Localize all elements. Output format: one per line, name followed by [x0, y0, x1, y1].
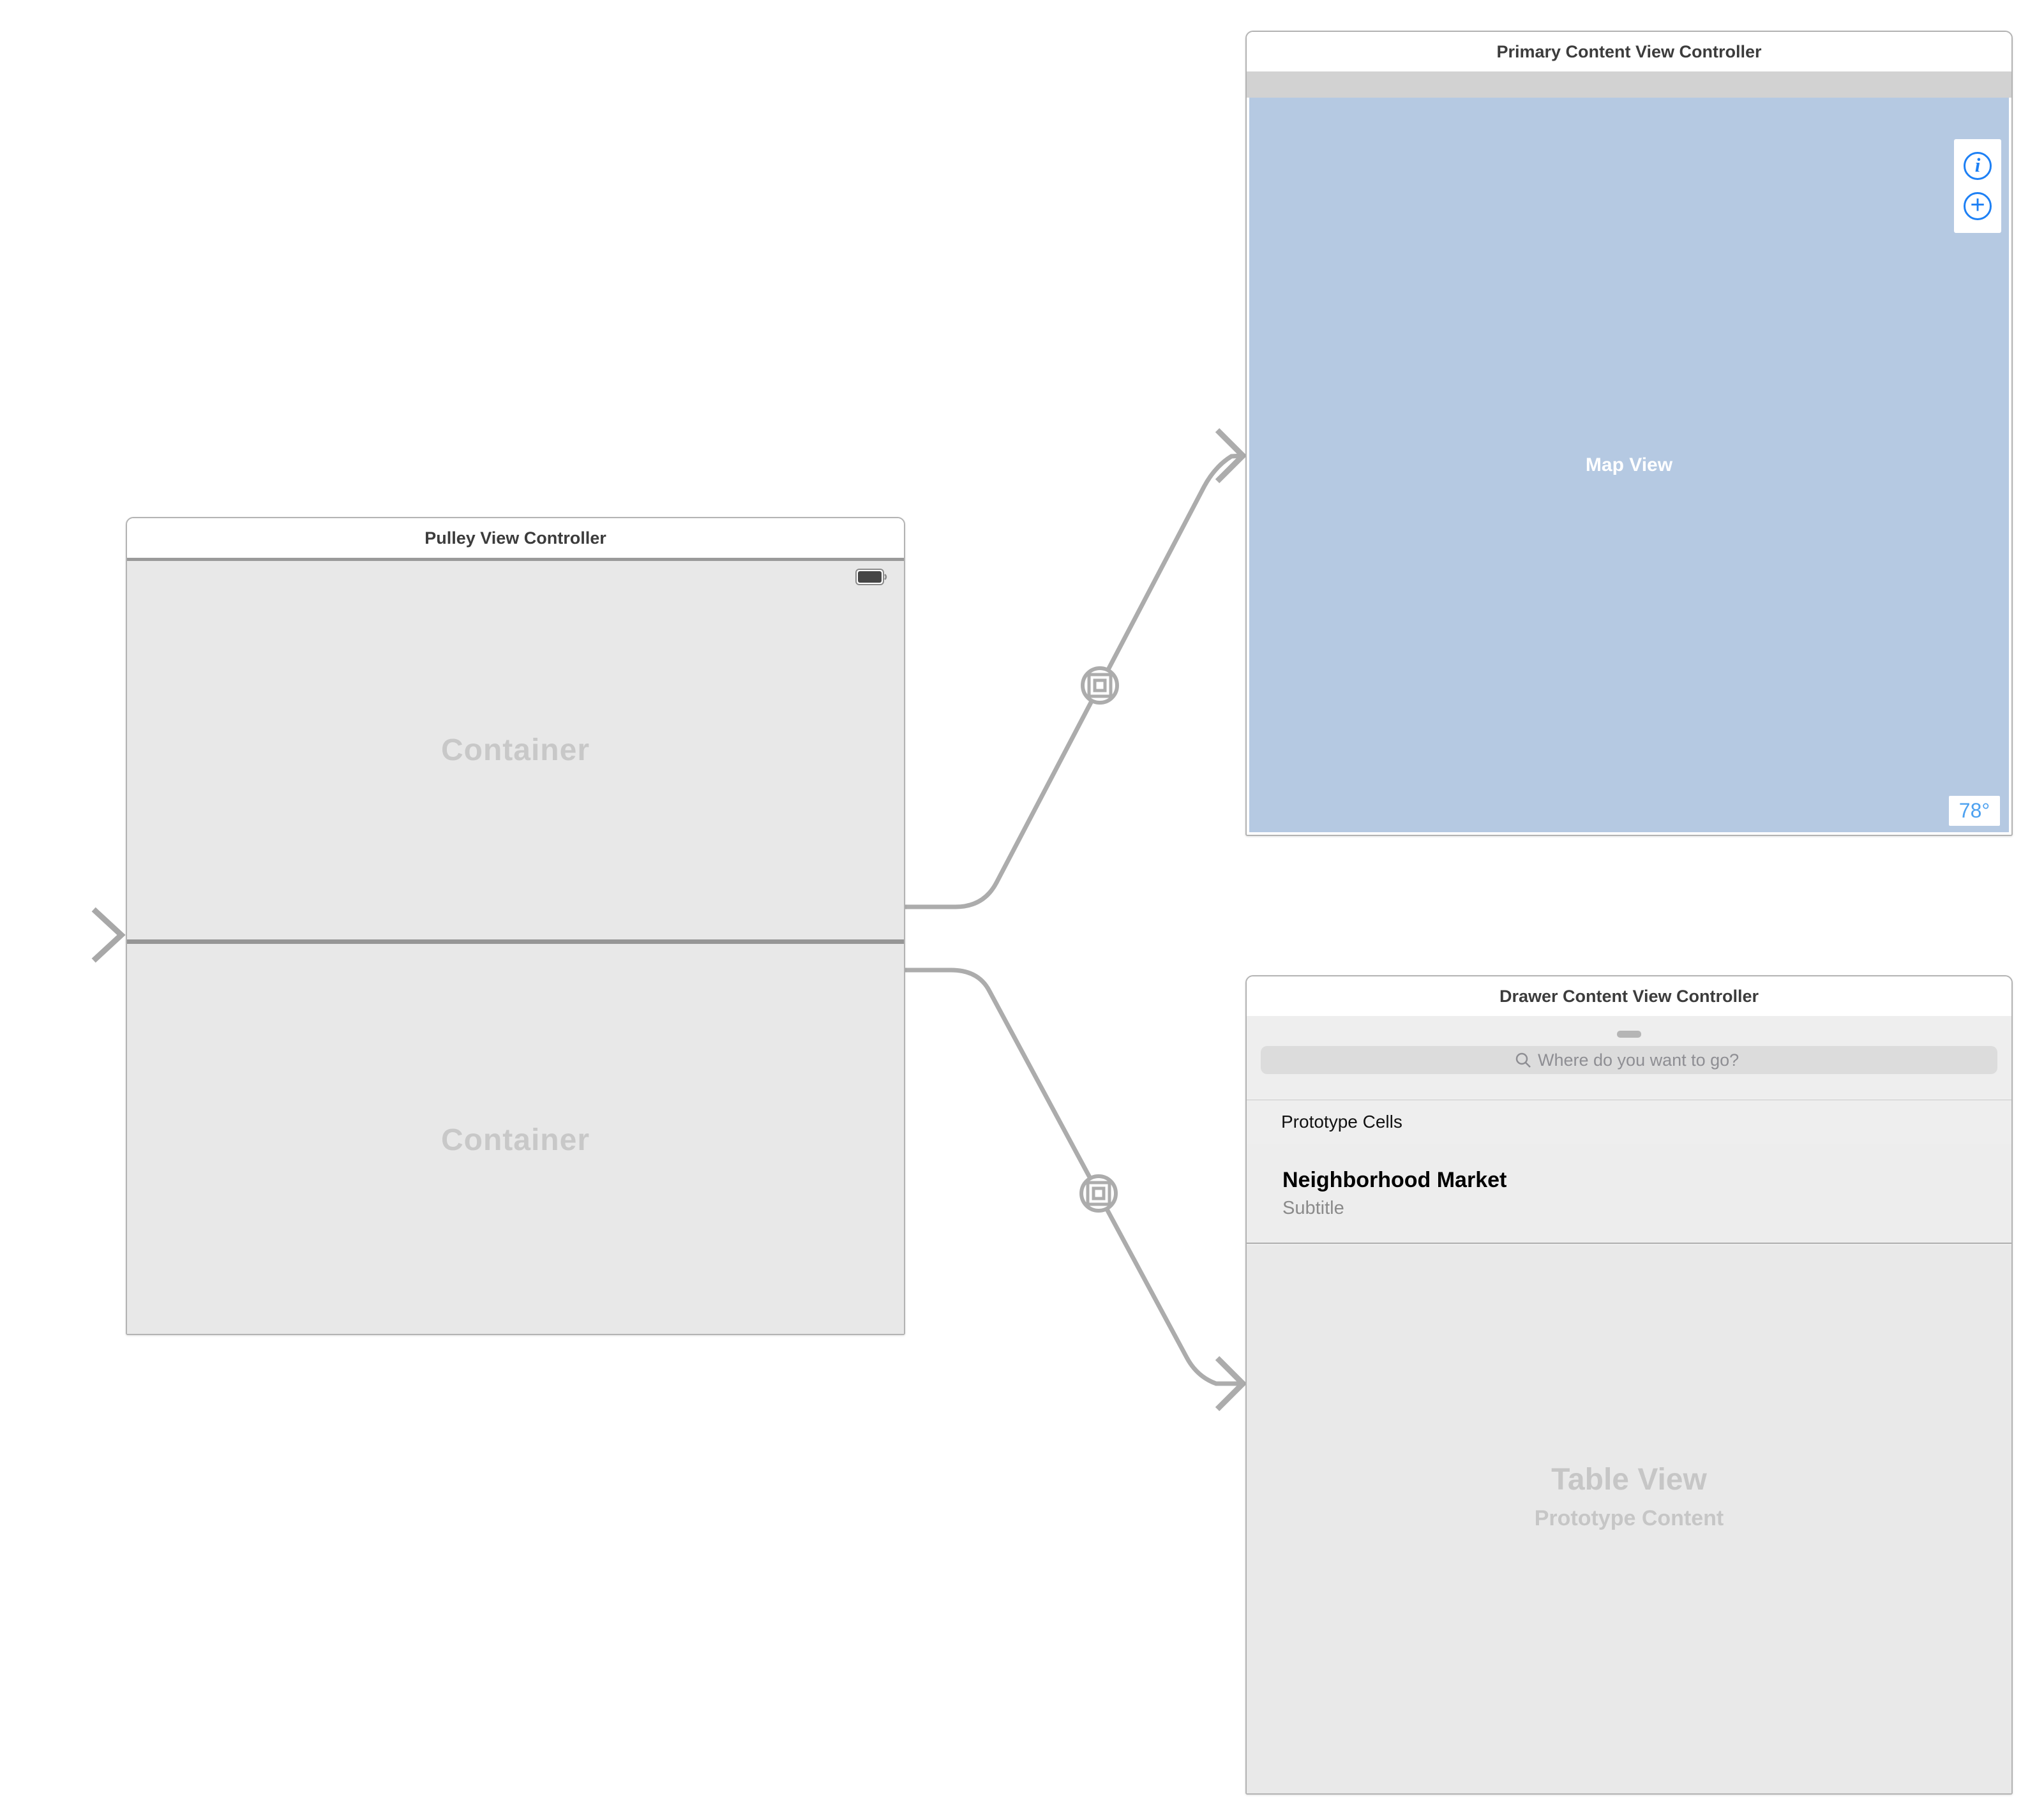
segue-arrowhead-primary: [1215, 428, 1247, 484]
drawer-content-view-controller-scene: Drawer Content View Controller Prototype…: [1245, 975, 2013, 1795]
grabber-handle[interactable]: [1617, 1031, 1641, 1038]
drawer-container-view[interactable]: Container: [127, 944, 904, 1336]
primary-title: Primary Content View Controller: [1496, 41, 1762, 61]
plus-icon: +: [1970, 190, 1985, 219]
search-icon: [1515, 1052, 1531, 1068]
embed-segue-primary[interactable]: [905, 428, 1247, 909]
pulley-title: Pulley View Controller: [425, 528, 606, 548]
search-input[interactable]: [1537, 1049, 1743, 1071]
container-divider: [127, 939, 904, 944]
container-placeholder-label: Container: [440, 733, 590, 767]
drawer-root-view: Prototype Cells Neighborhood Market Subt…: [1247, 1016, 2011, 1793]
prototype-cells-header: Prototype Cells: [1247, 1100, 2011, 1144]
map-view[interactable]: Map View i + 78°: [1249, 98, 2009, 832]
pulley-view-controller-scene: Pulley View Controller Container Contain…: [126, 517, 905, 1335]
primary-titlebar[interactable]: Primary Content View Controller: [1247, 32, 2011, 72]
table-row[interactable]: Neighborhood Market Subtitle: [1247, 1144, 2011, 1244]
drawer-title: Drawer Content View Controller: [1499, 986, 1759, 1006]
search-bar[interactable]: [1261, 1046, 1997, 1074]
pulley-root-view[interactable]: Container Container: [127, 558, 904, 1334]
temperature-badge: 78°: [1949, 796, 2000, 826]
container-placeholder-label: Container: [440, 1123, 590, 1157]
pulley-titlebar[interactable]: Pulley View Controller: [127, 518, 904, 558]
battery-icon: [855, 569, 887, 585]
primary-container-view[interactable]: Container: [127, 561, 904, 939]
status-bar-placeholder: [1247, 71, 2011, 98]
info-button[interactable]: i: [1964, 151, 1992, 180]
drawer-titlebar[interactable]: Drawer Content View Controller: [1247, 976, 2011, 1017]
prototype-content-label: Prototype Content: [1534, 1506, 1724, 1530]
map-view-label: Map View: [1585, 454, 1673, 475]
table-view-label: Table View: [1551, 1463, 1707, 1497]
embed-segue-icon[interactable]: [1079, 1174, 1118, 1213]
info-icon: i: [1974, 154, 1981, 177]
segue-arrowhead-drawer: [1215, 1356, 1247, 1412]
embed-segue-drawer[interactable]: [905, 968, 1247, 1412]
map-button-panel: i +: [1954, 139, 2001, 233]
initial-vc-arrow[interactable]: [3, 907, 126, 963]
cell-subtitle: Subtitle: [1282, 1197, 1344, 1218]
primary-content-view-controller-scene: Primary Content View Controller Map View…: [1245, 31, 2013, 836]
cell-title: Neighborhood Market: [1282, 1167, 1507, 1192]
prototype-cells-label: Prototype Cells: [1281, 1112, 1402, 1132]
table-view[interactable]: Table View Prototype Content: [1247, 1245, 2011, 1793]
temperature-value: 78°: [1958, 799, 1990, 822]
add-button[interactable]: +: [1964, 190, 1992, 221]
embed-segue-icon[interactable]: [1081, 666, 1119, 705]
